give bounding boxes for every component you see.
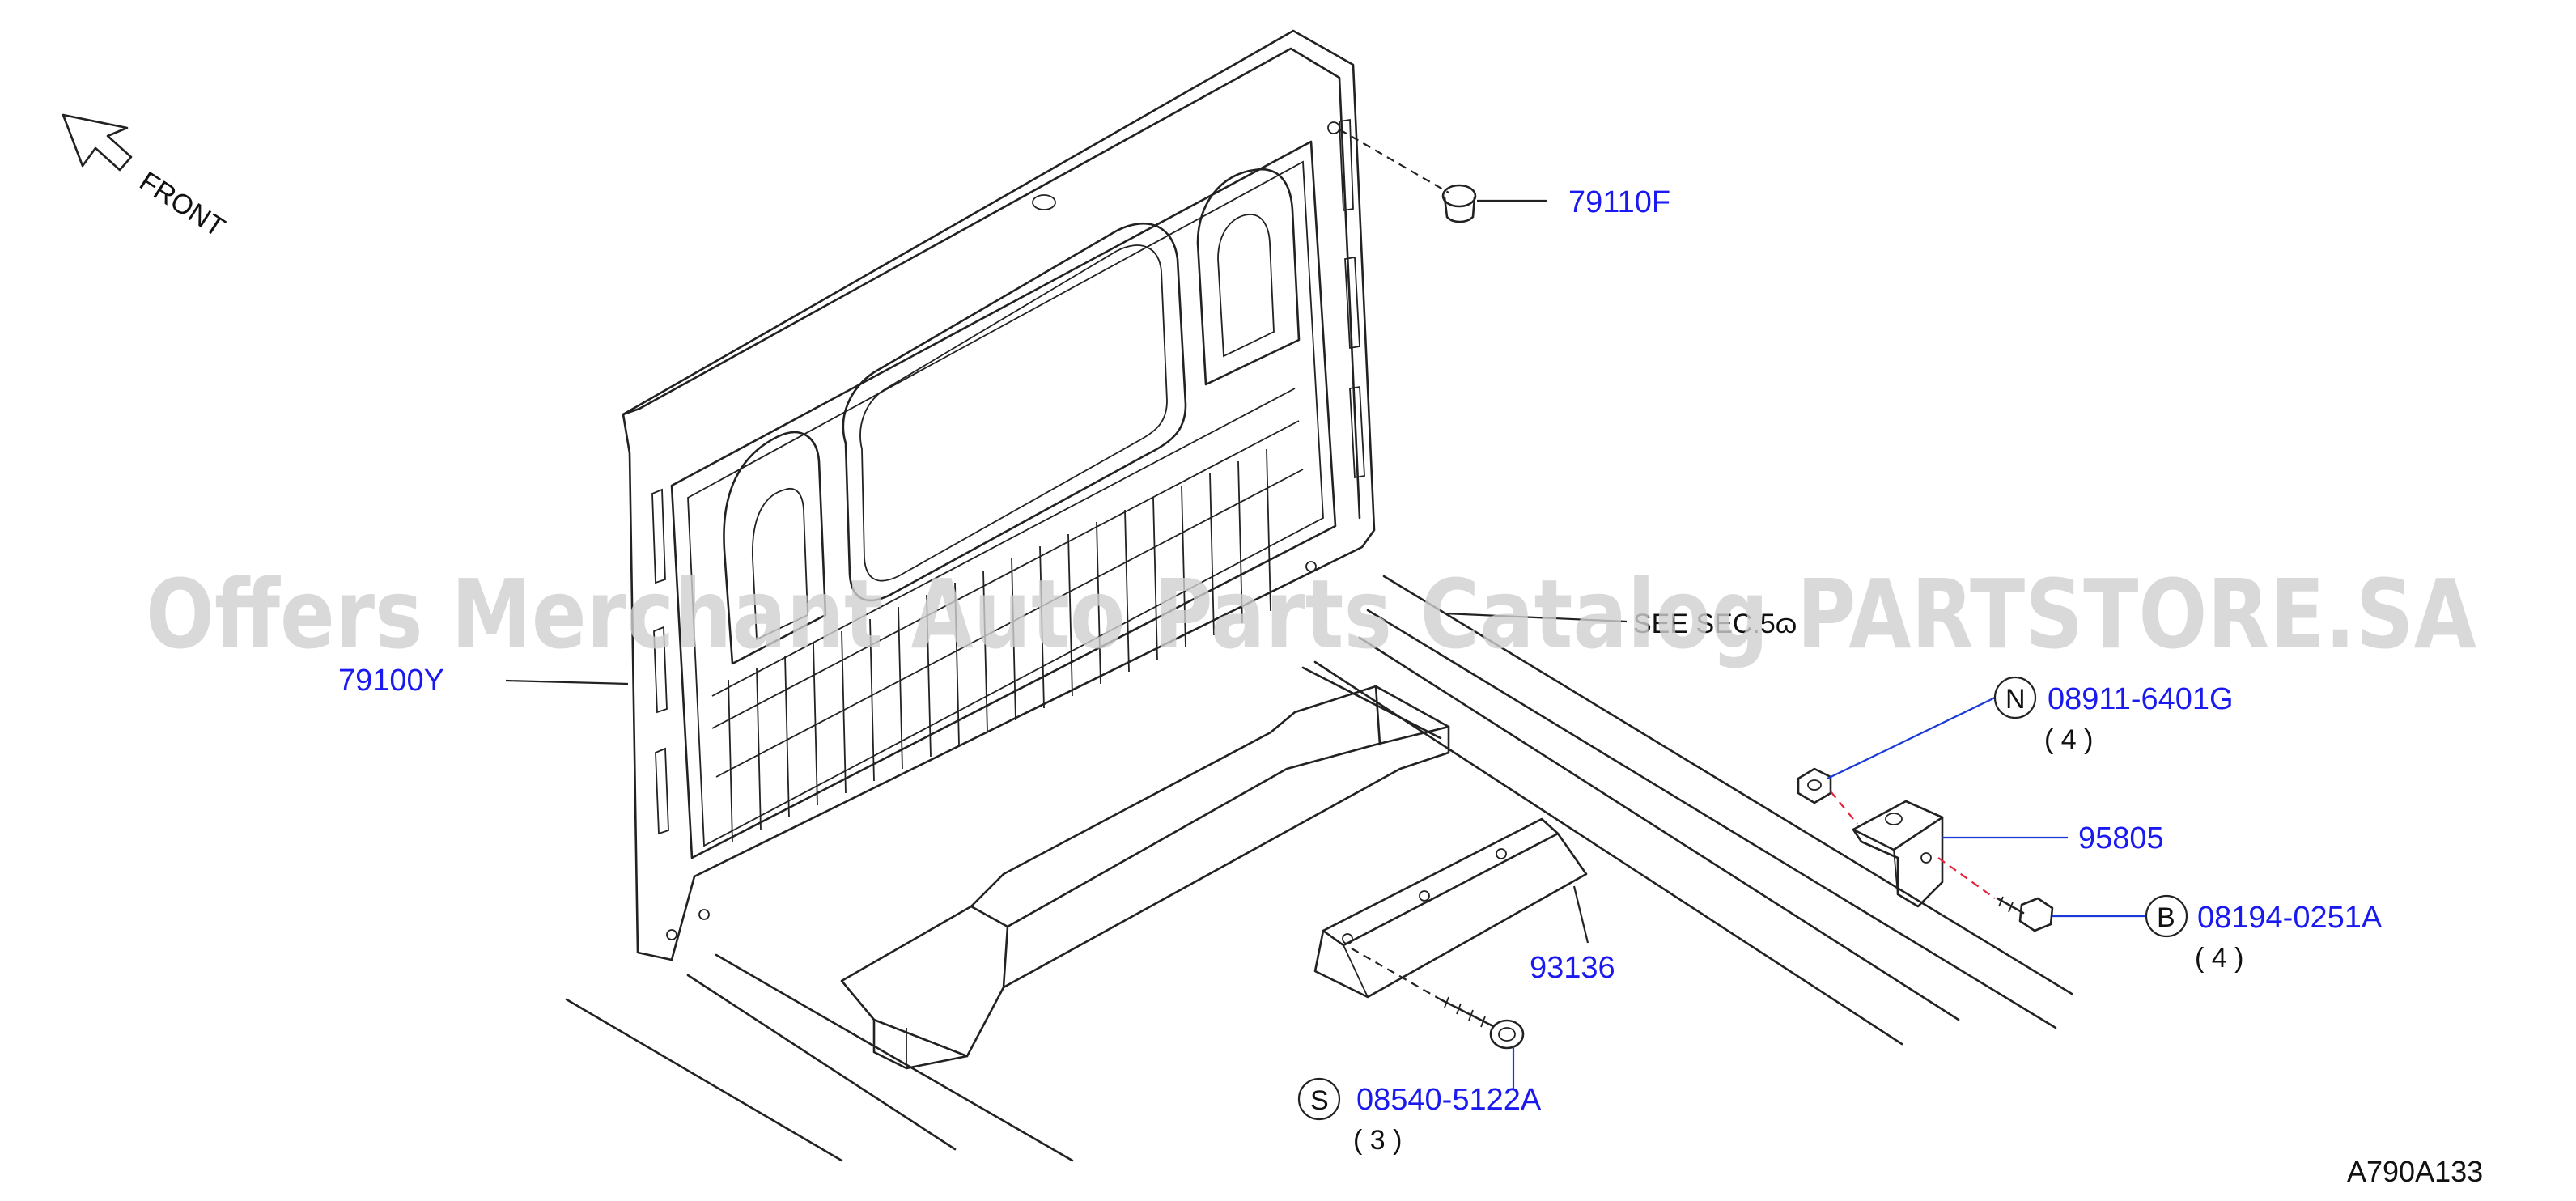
cross-member-drawing [840,685,1450,1070]
part-number-08194-0251a: 08194-0251A [2197,901,2383,935]
watermark: Offers Merchant Auto Parts Catalog PARTS… [146,558,2476,670]
part-number-95805: 95805 [2078,821,2164,855]
part-number-08540-5122a: 08540-5122A [1356,1083,1542,1117]
bolt-08194-drawing [1996,896,2054,932]
front-arrow-icon [62,113,133,172]
marker-b: B [2157,902,2175,933]
part-number-79110f: 79110F [1568,185,1670,219]
bed-floor-drawing [565,575,2073,1162]
marker-s: S [1310,1085,1329,1116]
figure-code: A790A133 [2347,1155,2483,1188]
bolt-08540-drawing [1439,996,1525,1050]
part-number-93136: 93136 [1530,951,1615,985]
bracket-95805-drawing [1852,800,1944,908]
qty-08540-5122a: ( 3 ) [1353,1125,1402,1156]
front-label: FRONT [134,166,231,244]
back-panel-drawing [622,29,1376,961]
nut-08911-drawing [1797,767,1832,804]
qty-08911-6401g: ( 4 ) [2044,724,2093,755]
part-number-08911-6401g: 08911-6401G [2048,682,2234,716]
marker-n: N [2005,684,2026,715]
qty-08194-0251a: ( 4 ) [2195,943,2243,974]
clip-79110f-drawing [1441,184,1477,223]
bracket-93136-drawing [1313,817,1588,999]
see-section-note: SEE SEC.5ɷ [1633,609,1797,639]
part-number-79100y: 79100Y [338,664,444,698]
